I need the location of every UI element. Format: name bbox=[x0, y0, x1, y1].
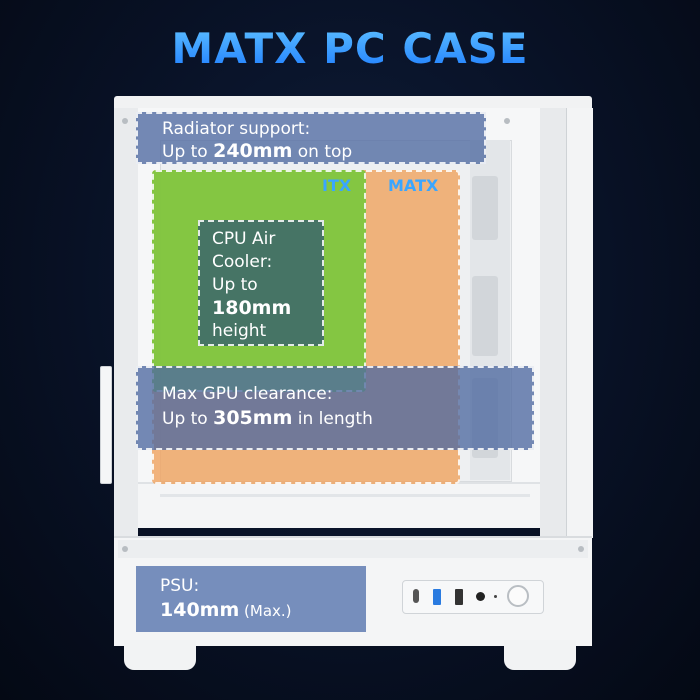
psu-shroud bbox=[138, 482, 540, 528]
cpu-line-1: CPU Air bbox=[212, 229, 276, 249]
screw-icon bbox=[578, 546, 584, 552]
radiator-detail: Up to 240mm on top bbox=[162, 140, 484, 163]
radiator-value: 240mm bbox=[213, 140, 293, 162]
radiator-prefix: Up to bbox=[162, 142, 214, 162]
case-foot-right bbox=[504, 640, 576, 670]
screw-icon bbox=[504, 118, 510, 124]
screw-icon bbox=[122, 118, 128, 124]
psu-callout: PSU: 140mm (Max.) bbox=[136, 566, 366, 632]
page-title: MATX PC CASE bbox=[0, 24, 700, 73]
power-led-icon bbox=[494, 595, 497, 598]
matx-label: MATX bbox=[388, 176, 439, 195]
gpu-heading: Max GPU clearance: bbox=[162, 384, 333, 404]
cpu-line-3: Up to bbox=[212, 275, 258, 295]
usb-c-port-icon[interactable] bbox=[413, 589, 419, 603]
case-top-panel bbox=[114, 96, 592, 108]
gpu-detail: Up to 305mm in length bbox=[162, 406, 532, 431]
front-io-panel bbox=[402, 580, 544, 614]
gpu-suffix: in length bbox=[292, 409, 373, 429]
radiator-suffix: on top bbox=[292, 142, 353, 162]
psu-detail: 140mm (Max.) bbox=[160, 598, 366, 623]
screw-icon bbox=[122, 546, 128, 552]
psu-chamber-rail bbox=[118, 540, 588, 558]
case-left-frame bbox=[114, 108, 138, 538]
psu-suffix: (Max.) bbox=[239, 602, 292, 620]
usb-a-port-icon[interactable] bbox=[433, 589, 441, 605]
audio-jack-icon[interactable] bbox=[476, 592, 485, 601]
cpu-line-5: height bbox=[212, 321, 267, 341]
psu-value: 140mm bbox=[160, 599, 240, 621]
gpu-value: 305mm bbox=[213, 407, 293, 429]
case-foot-left bbox=[124, 640, 196, 670]
power-button-icon[interactable] bbox=[507, 585, 529, 607]
radiator-heading: Radiator support: bbox=[162, 119, 311, 139]
itx-label: ITX bbox=[322, 176, 352, 195]
gpu-prefix: Up to bbox=[162, 409, 214, 429]
case-front-panel bbox=[566, 108, 593, 538]
cable-grommet bbox=[472, 276, 498, 356]
psu-heading: PSU: bbox=[160, 576, 200, 596]
usb-a-port-icon[interactable] bbox=[455, 589, 463, 605]
side-panel-handle bbox=[100, 366, 112, 484]
radiator-support-callout: Radiator support: Up to 240mm on top bbox=[136, 112, 486, 164]
cpu-line-2: Cooler: bbox=[212, 252, 273, 272]
cable-grommet bbox=[472, 176, 498, 240]
gpu-clearance-callout: Max GPU clearance: Up to 305mm in length bbox=[136, 366, 534, 450]
cpu-cooler-callout: CPU Air Cooler: Up to 180mm height bbox=[198, 220, 324, 346]
cpu-value: 180mm bbox=[212, 297, 292, 319]
shroud-vent-line bbox=[160, 494, 530, 497]
